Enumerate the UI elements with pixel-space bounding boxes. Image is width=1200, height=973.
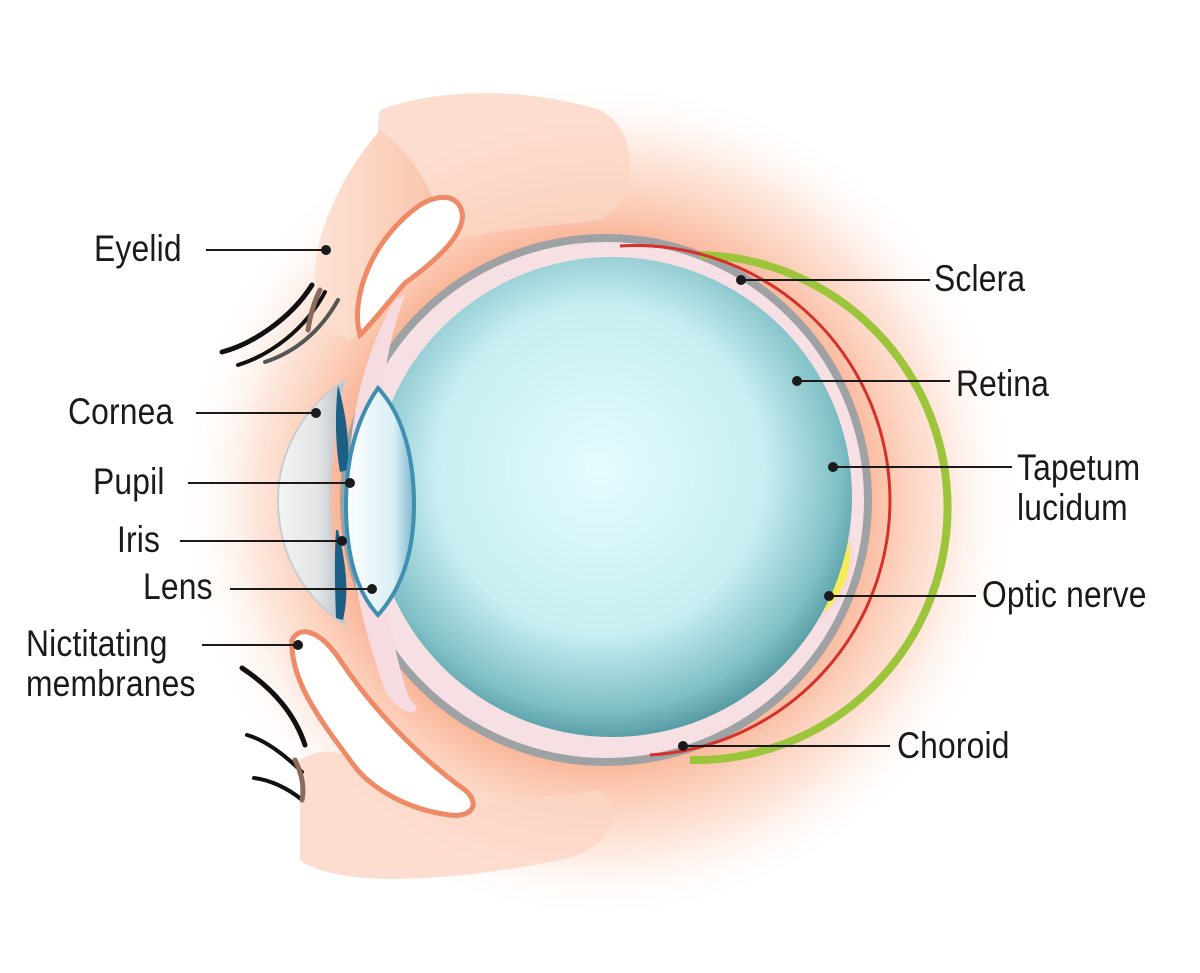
label-nictitating-line2: membranes bbox=[26, 663, 196, 704]
label-nictitating-line1: Nictitating bbox=[26, 623, 168, 664]
label-tapetum-line2: lucidum bbox=[1017, 487, 1128, 528]
vitreous-body bbox=[372, 257, 852, 737]
lens-shape bbox=[343, 384, 417, 618]
label-iris: Iris bbox=[117, 519, 161, 560]
label-nictitating-membranes: Nictitating membranes bbox=[26, 624, 196, 704]
nictitating-membrane-shape bbox=[289, 629, 476, 818]
label-tapetum-line1: Tapetum bbox=[1017, 447, 1141, 488]
label-lens: Lens bbox=[143, 566, 213, 607]
label-pupil: Pupil bbox=[93, 461, 165, 502]
upper-eyelid bbox=[315, 130, 445, 340]
label-tapetum-lucidum: Tapetum lucidum bbox=[1017, 448, 1140, 528]
label-optic-nerve: Optic nerve bbox=[982, 574, 1147, 615]
cornea-shape bbox=[276, 377, 347, 628]
label-eyelid: Eyelid bbox=[94, 228, 182, 269]
retina-shape bbox=[619, 244, 892, 757]
leader-lines bbox=[180, 245, 1012, 751]
label-sclera: Sclera bbox=[934, 258, 1026, 299]
label-retina: Retina bbox=[956, 363, 1050, 404]
iris-shape bbox=[335, 385, 349, 472]
upper-eyelid-outline bbox=[355, 194, 465, 340]
tapetum-shape bbox=[689, 251, 952, 765]
label-choroid: Choroid bbox=[897, 725, 1010, 766]
label-cornea: Cornea bbox=[68, 391, 174, 432]
